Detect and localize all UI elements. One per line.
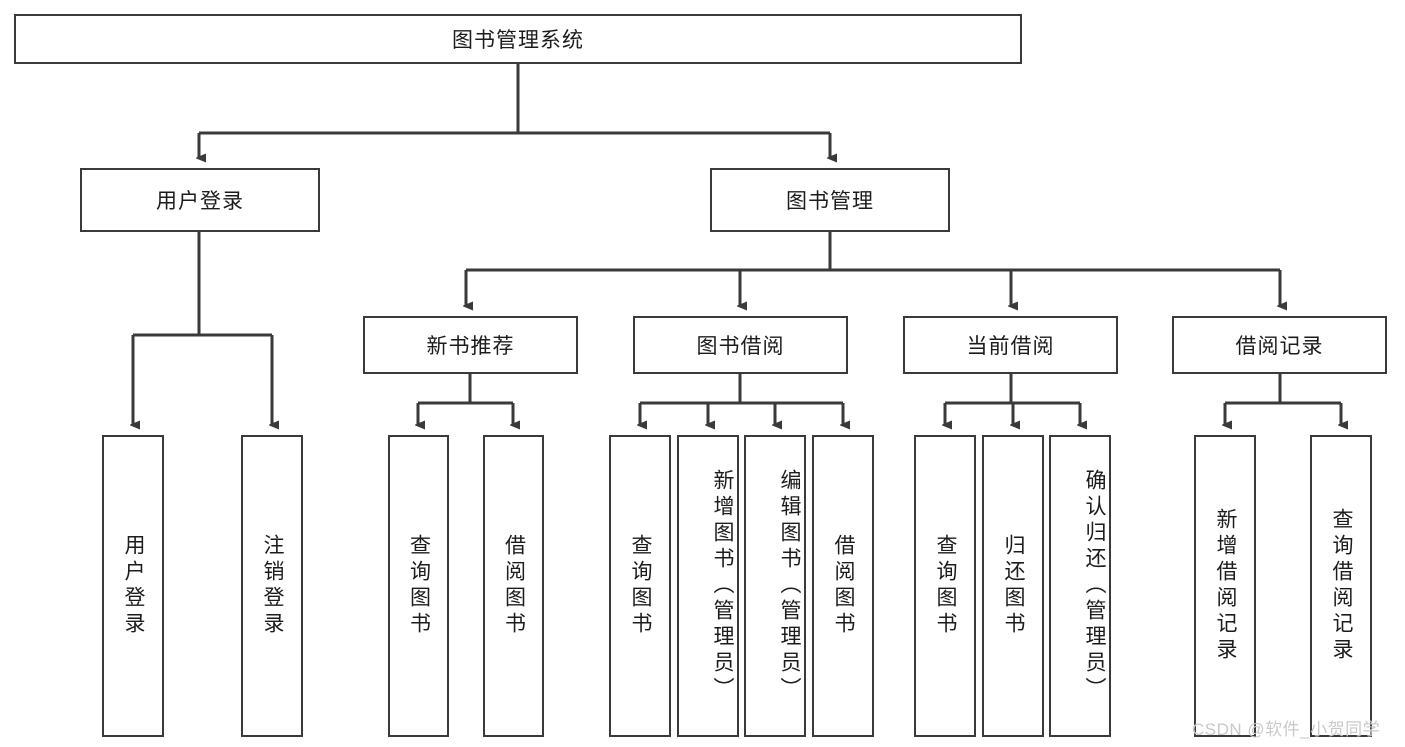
node-borrow-record-label: 借阅记录 xyxy=(1235,335,1324,358)
node-leaf-query-book-1[interactable]: 查询图书 xyxy=(388,435,449,737)
node-root-label: 图书管理系统 xyxy=(452,29,584,52)
node-leaf-return-book-label: 归还图书 xyxy=(1002,534,1025,638)
node-leaf-query-record[interactable]: 查询借阅记录 xyxy=(1310,435,1372,737)
node-leaf-borrow-book-1-label: 借阅图书 xyxy=(502,534,526,638)
node-leaf-add-record-label: 新增借阅记录 xyxy=(1214,508,1237,664)
node-leaf-query-book-3[interactable]: 查询图书 xyxy=(914,435,976,737)
node-book-borrow-label: 图书借阅 xyxy=(696,335,785,358)
node-leaf-borrow-book-1[interactable]: 借阅图书 xyxy=(483,435,544,737)
node-book-manage[interactable]: 图书管理 xyxy=(710,168,950,232)
node-book-manage-label: 图书管理 xyxy=(786,190,874,213)
node-leaf-borrow-book-2-label: 借阅图书 xyxy=(832,534,855,638)
node-current-borrow-label: 当前借阅 xyxy=(966,335,1055,358)
node-leaf-logout[interactable]: 注销登录 xyxy=(241,435,303,737)
node-root[interactable]: 图书管理系统 xyxy=(14,14,1022,64)
node-leaf-add-book-label: 新增图书（管理员） xyxy=(711,469,734,703)
node-borrow-record[interactable]: 借阅记录 xyxy=(1172,316,1387,374)
node-leaf-edit-book-label: 编辑图书（管理员） xyxy=(778,469,801,703)
node-leaf-borrow-book-2[interactable]: 借阅图书 xyxy=(812,435,874,737)
node-leaf-user-login[interactable]: 用户登录 xyxy=(102,435,164,737)
node-user-login[interactable]: 用户登录 xyxy=(80,168,320,232)
node-user-login-label: 用户登录 xyxy=(156,190,244,213)
node-leaf-user-login-label: 用户登录 xyxy=(122,534,145,638)
node-leaf-edit-book[interactable]: 编辑图书（管理员） xyxy=(744,435,806,737)
node-leaf-add-record[interactable]: 新增借阅记录 xyxy=(1194,435,1256,737)
node-current-borrow[interactable]: 当前借阅 xyxy=(903,316,1118,374)
node-leaf-logout-label: 注销登录 xyxy=(261,534,284,638)
node-leaf-query-record-label: 查询借阅记录 xyxy=(1330,508,1353,664)
node-new-book-recommend-label: 新书推荐 xyxy=(426,335,515,358)
node-leaf-confirm-return-label: 确认归还（管理员） xyxy=(1083,469,1106,703)
node-leaf-query-book-2-label: 查询图书 xyxy=(629,534,652,638)
node-leaf-query-book-3-label: 查询图书 xyxy=(934,534,957,638)
node-leaf-query-book-1-label: 查询图书 xyxy=(407,534,431,638)
node-leaf-query-book-2[interactable]: 查询图书 xyxy=(609,435,671,737)
node-leaf-add-book[interactable]: 新增图书（管理员） xyxy=(677,435,739,737)
node-book-borrow[interactable]: 图书借阅 xyxy=(633,316,848,374)
node-leaf-return-book[interactable]: 归还图书 xyxy=(982,435,1044,737)
node-leaf-confirm-return[interactable]: 确认归还（管理员） xyxy=(1049,435,1111,737)
node-new-book-recommend[interactable]: 新书推荐 xyxy=(363,316,578,374)
